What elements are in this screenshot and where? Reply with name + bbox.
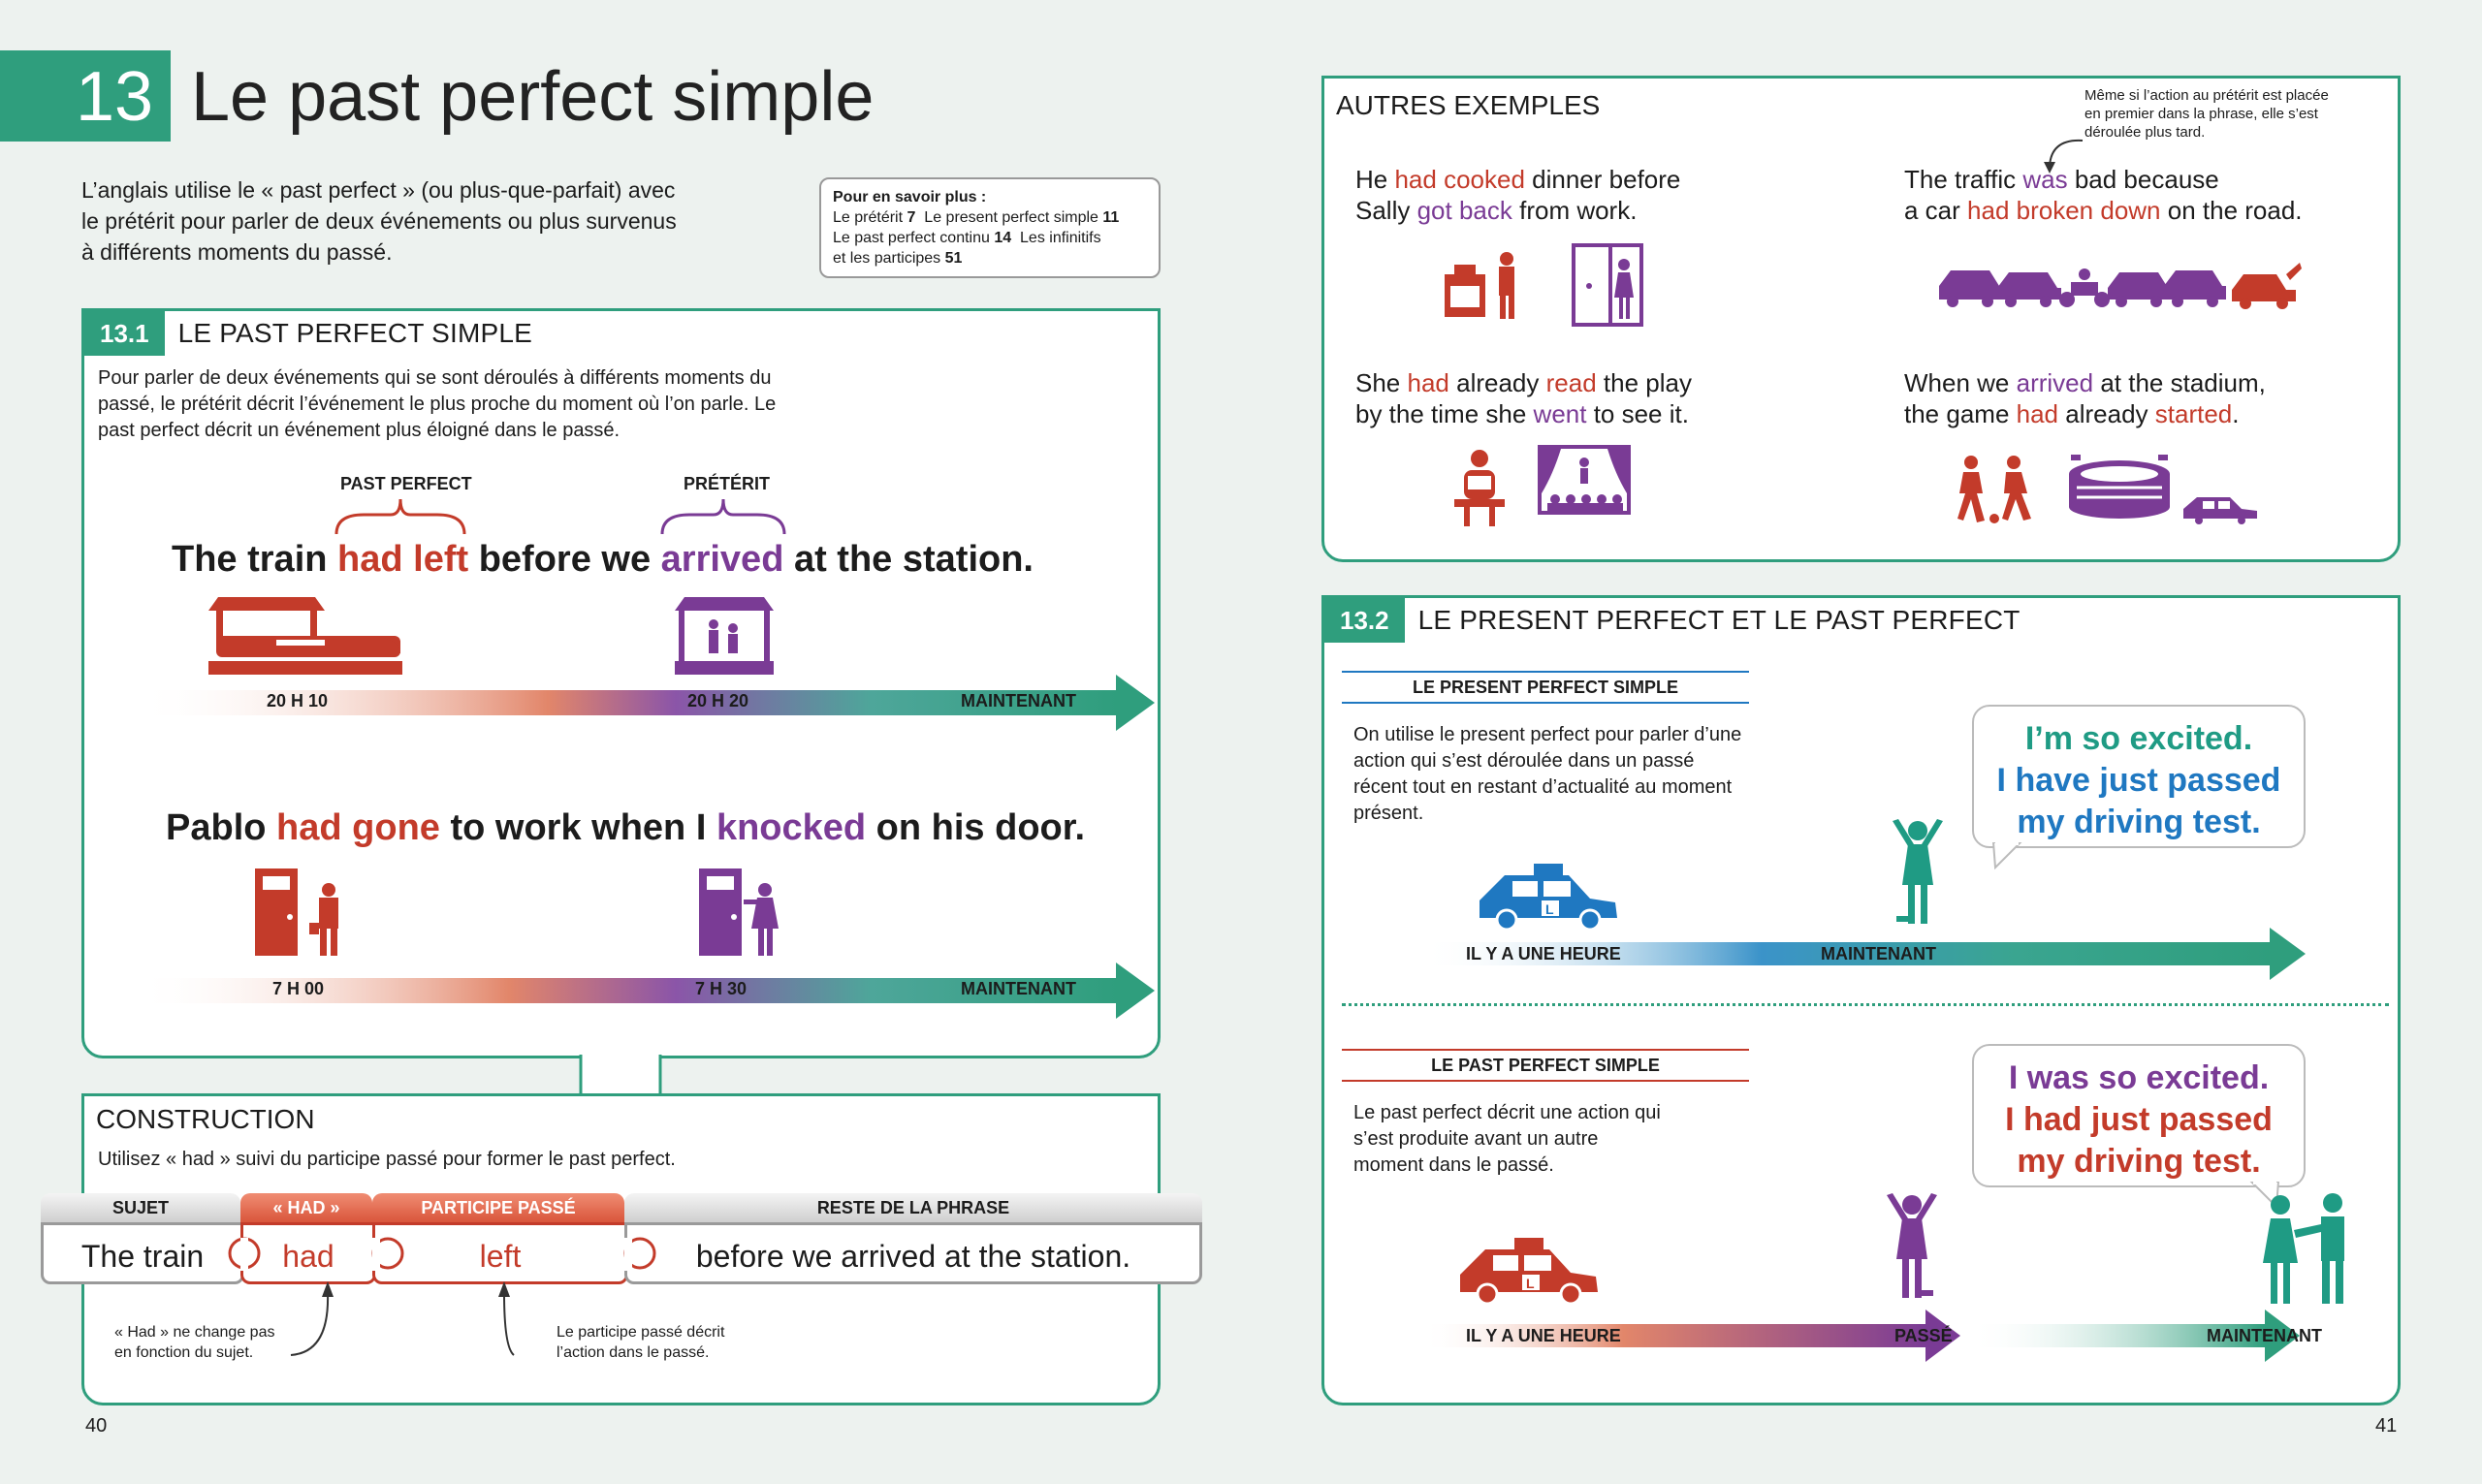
construction-title: CONSTRUCTION bbox=[96, 1104, 315, 1134]
reference-title: Pour en savoir plus : bbox=[833, 189, 987, 205]
speech-bubble-tail bbox=[2249, 1182, 2280, 1210]
chapter-number: 13 bbox=[76, 58, 154, 136]
section-title: LE PAST PERFECT SIMPLE bbox=[177, 318, 533, 348]
timeline-1-now: MAINTENANT bbox=[961, 691, 1076, 710]
traffic-jam-icon bbox=[1939, 263, 2302, 309]
label-past-perfect: PAST PERFECT bbox=[340, 474, 472, 493]
col-head-had: « HAD » bbox=[240, 1193, 372, 1222]
reading-icon bbox=[1454, 450, 1505, 526]
door-woman-icon bbox=[699, 868, 779, 956]
col-head-participle: PARTICIPE PASSÉ bbox=[372, 1193, 624, 1222]
past-perfect-description: Le past perfect décrit une action qui s’… bbox=[1353, 1102, 1661, 1176]
col-head-rest: RESTE DE LA PHRASE bbox=[624, 1193, 1202, 1222]
construction-description: Utilisez « had » suivi du participe pass… bbox=[98, 1149, 676, 1170]
side-note-arrow bbox=[2044, 139, 2084, 174]
section-description: Pour parler de deux événements qui se so… bbox=[98, 367, 777, 441]
train-station-icon bbox=[208, 597, 402, 675]
piece-had: had bbox=[240, 1222, 376, 1284]
card-connector bbox=[579, 1055, 662, 1097]
piece-rest: before we arrived at the station. bbox=[624, 1222, 1202, 1284]
football-players-icon bbox=[1957, 456, 2031, 523]
timeline-present-now: MAINTENANT bbox=[1821, 944, 1936, 963]
example-stadium: When we arrived at the stadium, the game… bbox=[1904, 368, 2266, 428]
present-perfect-description: On utilise le present perfect pour parle… bbox=[1353, 724, 1742, 824]
speech-bubble-tail bbox=[1991, 842, 2022, 870]
driving-school-car-icon: L bbox=[1460, 1238, 1598, 1304]
page-number-right: 41 bbox=[2375, 1415, 2398, 1437]
example-sentence-2: Pablo had gone to work when I knocked on… bbox=[166, 807, 1086, 848]
example-broken-down: The traffic was bad because a car had br… bbox=[1904, 165, 2303, 225]
timeline-past-start: IL Y A UNE HEURE bbox=[1466, 1326, 1621, 1345]
l-plate-text: L bbox=[1526, 1276, 1535, 1291]
two-people-icon bbox=[2263, 1193, 2344, 1304]
car-icon bbox=[2183, 497, 2257, 524]
section-13-2-card: 13.2 LE PRESENT PERFECT ET LE PAST PERFE… bbox=[1321, 595, 2401, 1405]
timeline-present-arrow bbox=[1421, 928, 2306, 980]
intro-text: L’anglais utilise le « past perfect » (o… bbox=[81, 177, 677, 265]
other-examples-card: AUTRES EXEMPLES Même si l’action au prét… bbox=[1321, 76, 2401, 562]
callout-arrows bbox=[290, 1281, 515, 1356]
section-13-1-header: 13.1 LE PAST PERFECT SIMPLE bbox=[84, 311, 532, 356]
speech-bubble-present: I’m so excited. I have just passed my dr… bbox=[1972, 705, 2306, 848]
section-13-1-card: 13.1 LE PAST PERFECT SIMPLE Pour parler … bbox=[81, 308, 1161, 1058]
other-examples-title: AUTRES EXEMPLES bbox=[1336, 90, 1601, 120]
reference-line: Le prétérit 7 Le present perfect simple … bbox=[833, 209, 1120, 226]
section-number: 13.1 bbox=[84, 311, 165, 356]
piece-subject: The train bbox=[41, 1222, 244, 1284]
stadium-icon bbox=[2069, 455, 2170, 519]
driving-school-car-icon: L bbox=[1480, 864, 1617, 930]
subheader-past-perfect: LE PAST PERFECT SIMPLE bbox=[1342, 1049, 1749, 1082]
cooking-icon bbox=[1445, 252, 1514, 319]
excited-person-icon bbox=[1893, 819, 1943, 924]
page-title: Le past perfect simple bbox=[191, 58, 875, 136]
example-read-play: She had already read the play by the tim… bbox=[1355, 368, 1692, 428]
excited-person-icon bbox=[1887, 1193, 1937, 1298]
timeline-2-arrow bbox=[137, 963, 1155, 1019]
door-arrival-icon bbox=[1572, 243, 1643, 327]
timeline-1-time-b: 20 H 20 bbox=[687, 691, 749, 710]
speech-bubble-past: I was so excited. I had just passed my d… bbox=[1972, 1044, 2306, 1187]
section-divider bbox=[1342, 1003, 2389, 1006]
brace-past-perfect bbox=[334, 498, 466, 535]
chapter-number-box bbox=[0, 50, 171, 142]
example-cooked: He had cooked dinner before Sally got ba… bbox=[1355, 165, 1681, 225]
timeline-2-time-a: 7 H 00 bbox=[272, 979, 325, 998]
section-13-2-header: 13.2 LE PRESENT PERFECT ET LE PAST PERFE… bbox=[1324, 598, 2021, 643]
timeline-1-time-a: 20 H 10 bbox=[267, 691, 329, 710]
reference-line: et les participes 51 bbox=[833, 250, 963, 267]
section-number: 13.2 bbox=[1324, 598, 1405, 643]
theater-icon bbox=[1538, 445, 1631, 515]
timeline-present-start: IL Y A UNE HEURE bbox=[1466, 944, 1621, 963]
subheader-present-perfect: LE PRESENT PERFECT SIMPLE bbox=[1342, 671, 1749, 704]
section-title: LE PRESENT PERFECT ET LE PAST PERFECT bbox=[1417, 605, 2021, 635]
brace-preterit bbox=[660, 498, 786, 535]
station-platform-icon bbox=[675, 597, 774, 675]
timeline-past-past: PASSÉ bbox=[1894, 1326, 1953, 1345]
door-man-icon bbox=[255, 868, 338, 956]
col-head-subject: SUJET bbox=[41, 1193, 240, 1222]
l-plate-text: L bbox=[1545, 901, 1554, 917]
piece-participle: left bbox=[372, 1222, 628, 1284]
timeline-1-arrow bbox=[137, 675, 1155, 731]
puzzle-knobs bbox=[228, 1237, 656, 1271]
timeline-2-time-b: 7 H 30 bbox=[695, 979, 748, 998]
reference-box: Pour en savoir plus : Le prétérit 7 Le p… bbox=[819, 177, 1161, 278]
timeline-past-now: MAINTENANT bbox=[2207, 1326, 2322, 1345]
label-preterit: PRÉTÉRIT bbox=[684, 474, 771, 493]
page-number-left: 40 bbox=[85, 1415, 108, 1437]
timeline-past-arrow bbox=[1421, 1310, 2300, 1362]
timeline-2-now: MAINTENANT bbox=[961, 979, 1076, 998]
reference-line: Le past perfect continu 14 Les infinitif… bbox=[833, 230, 1101, 246]
example-sentence-1: The train had left before we arrived at … bbox=[172, 539, 1034, 580]
